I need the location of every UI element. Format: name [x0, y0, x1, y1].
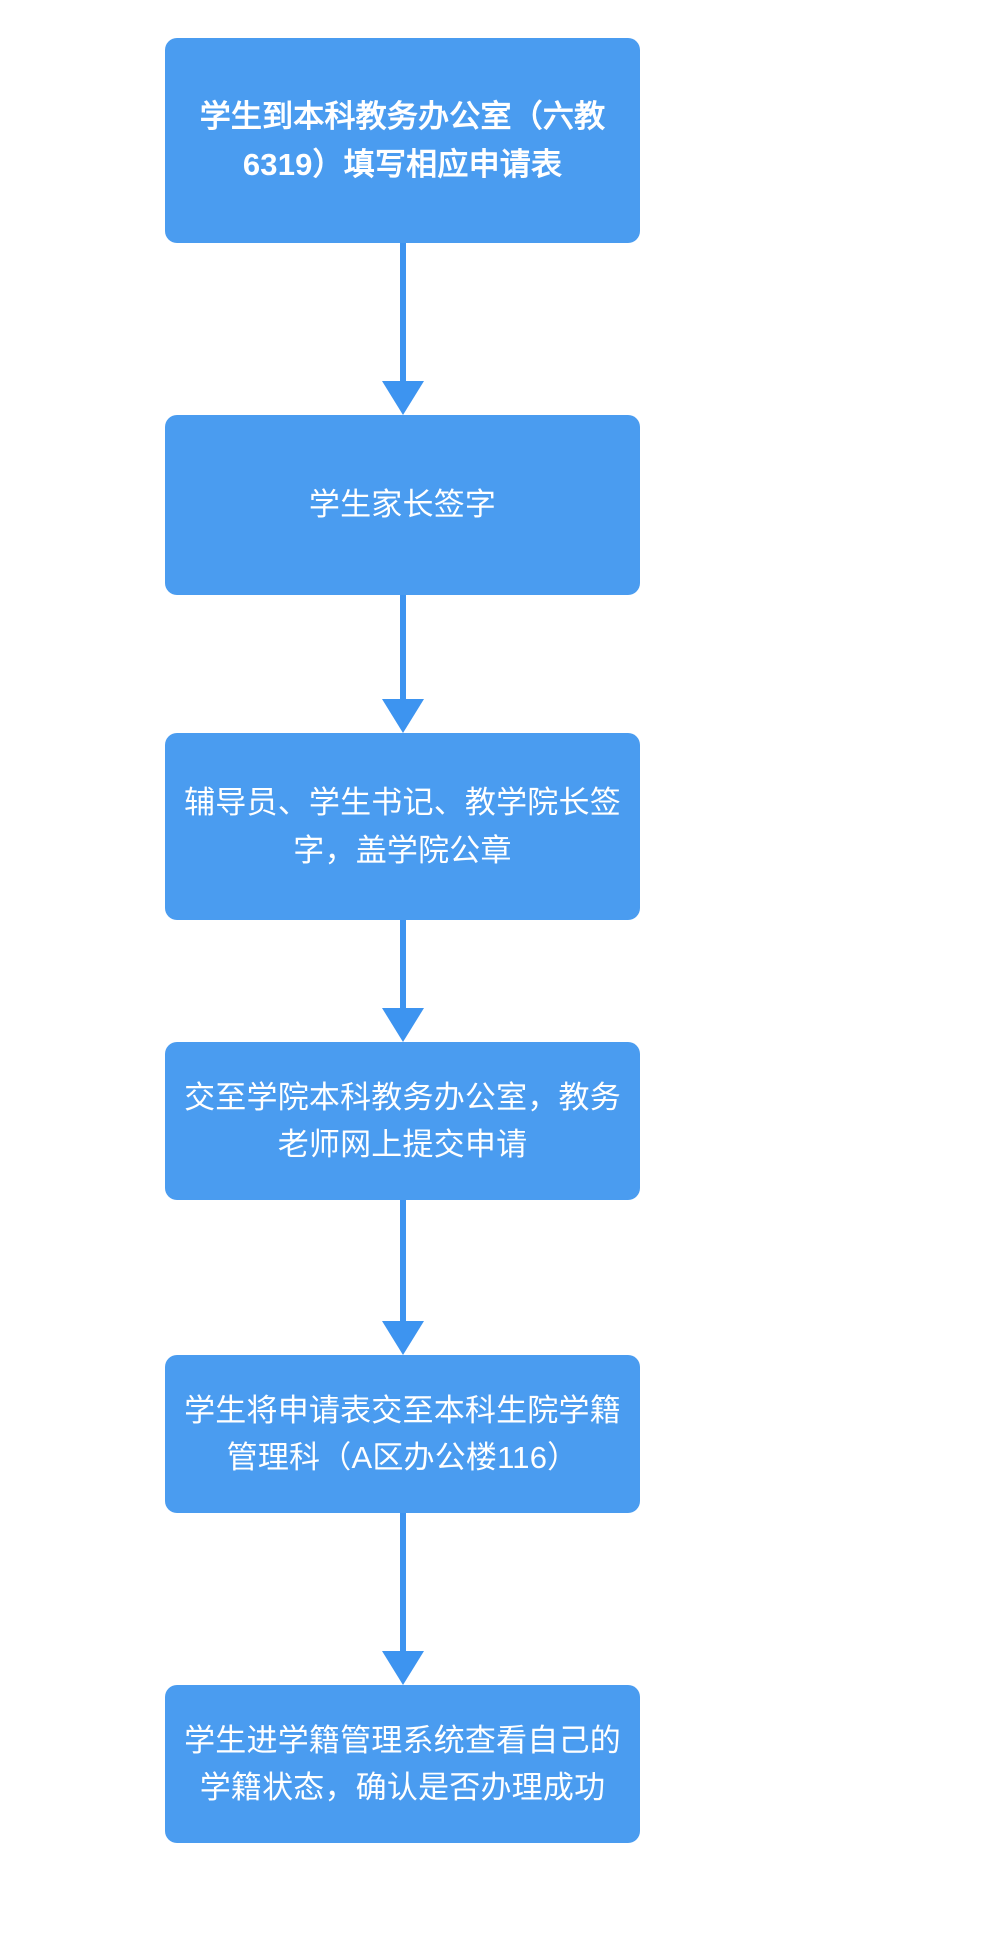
flow-node-step-1[interactable]: 学生到本科教务办公室（六教6319）填写相应申请表: [165, 38, 640, 243]
flow-node-step-3[interactable]: 辅导员、学生书记、教学院长签字，盖学院公章: [165, 733, 640, 920]
arrow-down-icon: [382, 1513, 424, 1685]
flow-connector-arrow-1-2: [0, 243, 1000, 415]
flow-node-step-2[interactable]: 学生家长签字: [165, 415, 640, 595]
flow-node-label: 辅导员、学生书记、教学院长签字，盖学院公章: [184, 785, 621, 868]
arrow-down-icon: [382, 920, 424, 1042]
arrow-down-icon: [382, 595, 424, 733]
arrow-down-icon: [382, 1200, 424, 1355]
flow-connector-arrow-3-4: [0, 920, 1000, 1042]
flow-node-label: 交至学院本科教务办公室，教务老师网上提交申请: [184, 1079, 621, 1162]
arrow-down-icon: [382, 243, 424, 415]
flow-node-step-5[interactable]: 学生将申请表交至本科生院学籍管理科（A区办公楼116）: [165, 1355, 640, 1513]
flow-node-step-4[interactable]: 交至学院本科教务办公室，教务老师网上提交申请: [165, 1042, 640, 1200]
flow-node-label: 学生进学籍管理系统查看自己的学籍状态，确认是否办理成功: [184, 1722, 621, 1805]
flow-node-label: 学生到本科教务办公室（六教6319）填写相应申请表: [199, 99, 606, 182]
flow-connector-arrow-4-5: [0, 1200, 1000, 1355]
flow-connector-arrow-5-6: [0, 1513, 1000, 1685]
flow-node-step-6[interactable]: 学生进学籍管理系统查看自己的学籍状态，确认是否办理成功: [165, 1685, 640, 1843]
flow-node-label: 学生将申请表交至本科生院学籍管理科（A区办公楼116）: [184, 1392, 621, 1475]
flow-connector-arrow-2-3: [0, 595, 1000, 733]
flow-node-label: 学生家长签字: [308, 487, 497, 523]
